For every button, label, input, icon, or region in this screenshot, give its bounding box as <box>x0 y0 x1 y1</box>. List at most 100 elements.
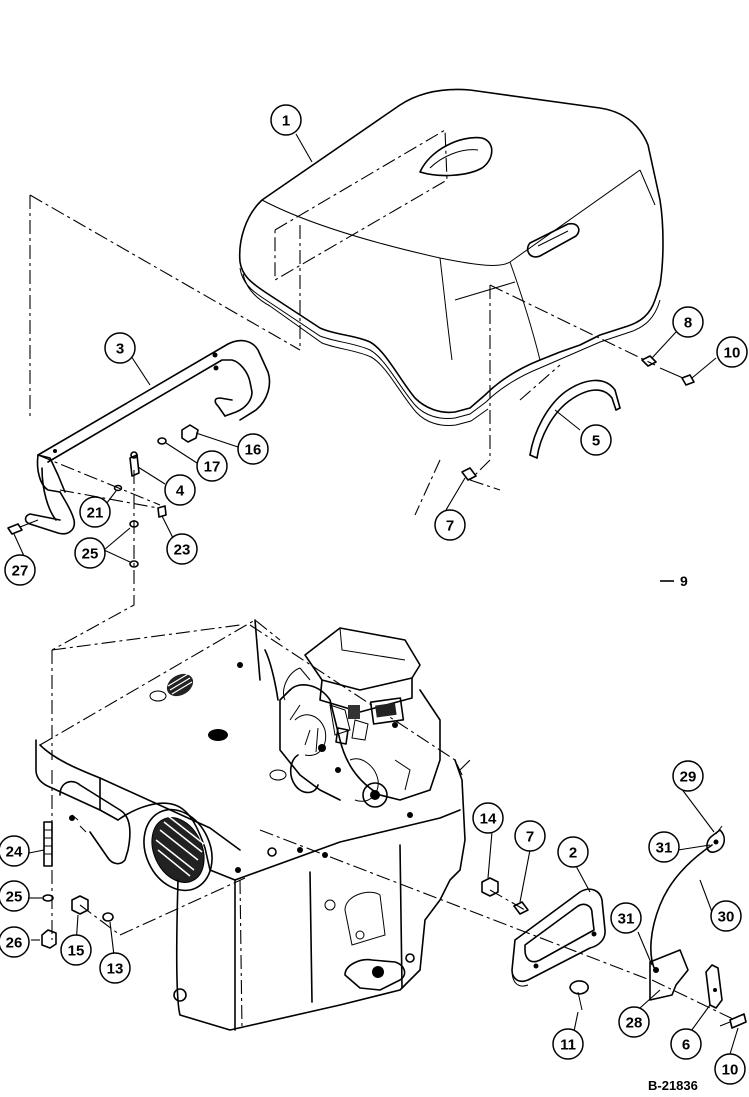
callout-2: 2 <box>557 836 589 868</box>
callout-circle <box>4 554 36 586</box>
leader-lines <box>13 133 739 1055</box>
callout-29: 29 <box>672 760 704 792</box>
callout-number: 23 <box>174 542 191 559</box>
assembly-lines <box>29 129 736 1021</box>
callout-number: 26 <box>6 935 23 952</box>
callout-1: 1 <box>270 104 302 136</box>
callout-number: 8 <box>684 315 692 332</box>
callout-number: 3 <box>116 341 124 358</box>
callout-number: 13 <box>107 961 124 978</box>
callout-number: 24 <box>6 844 23 861</box>
callout-number: 7 <box>526 829 534 846</box>
front-handle <box>511 888 606 987</box>
callout-circle <box>164 474 196 506</box>
callout-number: 25 <box>6 889 23 906</box>
callout-number: 14 <box>480 811 497 828</box>
top-grill <box>166 673 194 697</box>
bracket <box>24 339 271 535</box>
callout-circle <box>648 831 680 863</box>
callout-number: 15 <box>68 943 85 960</box>
callout-circle <box>672 306 704 338</box>
callout-number: 4 <box>176 483 185 500</box>
callout-number: 10 <box>724 345 741 362</box>
callout-17: 17 <box>196 450 228 482</box>
callout-23: 23 <box>166 533 198 565</box>
callout-circle <box>557 836 589 868</box>
callout-number: 31 <box>618 911 635 928</box>
callout-number: 16 <box>245 442 262 459</box>
callout-8: 8 <box>672 306 704 338</box>
callout-15: 15 <box>60 934 92 966</box>
callout-circle <box>0 835 30 867</box>
callout-circle <box>670 1028 702 1060</box>
seal-strip <box>529 379 621 459</box>
figure-id: B-21836 <box>648 1078 698 1093</box>
callout-24: 24 <box>0 835 30 867</box>
callout-number: 1 <box>282 113 290 130</box>
callout-circle <box>196 450 228 482</box>
callout-circle <box>79 496 111 528</box>
callout-circle <box>237 433 269 465</box>
callout-13: 13 <box>99 952 131 984</box>
callout-circle <box>514 820 546 852</box>
callout-circle <box>60 934 92 966</box>
callout-number: 2 <box>569 845 577 862</box>
callout-5: 5 <box>580 424 612 456</box>
fan-grill <box>151 815 205 883</box>
callout-number: 30 <box>718 909 735 926</box>
callout-circle <box>580 424 612 456</box>
callout-number: 17 <box>204 459 221 476</box>
callout-circle <box>166 533 198 565</box>
callout-11: 11 <box>552 1028 584 1060</box>
callout-circle <box>74 537 106 569</box>
side-label: 9 <box>680 573 688 589</box>
callout-number: 11 <box>560 1037 576 1054</box>
callout-circle <box>472 802 504 834</box>
callout-circle <box>716 336 748 368</box>
callout-circle <box>710 900 742 932</box>
callout-number: 31 <box>656 840 673 857</box>
callout-10: 10 <box>714 1053 746 1085</box>
callout-25: 25 <box>0 880 30 912</box>
callout-number: 6 <box>682 1037 690 1054</box>
callout-circle <box>672 760 704 792</box>
callout-number: 21 <box>87 505 104 522</box>
callout-number: 10 <box>722 1062 739 1079</box>
callout-6: 6 <box>670 1028 702 1060</box>
callout-14: 14 <box>472 802 504 834</box>
callout-circle <box>0 926 30 958</box>
callout-4: 4 <box>164 474 196 506</box>
callout-circle <box>99 952 131 984</box>
callout-10: 10 <box>716 336 748 368</box>
callout-circle <box>104 332 136 364</box>
callout-circle <box>434 509 466 541</box>
callout-16: 16 <box>237 433 269 465</box>
callout-27: 27 <box>4 554 36 586</box>
callout-31: 31 <box>610 902 642 934</box>
callout-number: 5 <box>592 433 600 450</box>
mount-plate <box>649 949 723 1009</box>
callout-21: 21 <box>79 496 111 528</box>
callout-circle <box>610 902 642 934</box>
callout-number: 27 <box>12 563 29 580</box>
callout-circle <box>552 1028 584 1060</box>
engine-cover <box>238 88 664 426</box>
callout-circle <box>0 880 30 912</box>
callout-number: 28 <box>626 1015 643 1032</box>
callout-26: 26 <box>0 926 30 958</box>
callout-28: 28 <box>618 1006 650 1038</box>
wire-harness <box>650 825 726 971</box>
callout-7: 7 <box>434 509 466 541</box>
callout-7: 7 <box>514 820 546 852</box>
callout-circle <box>270 104 302 136</box>
callout-number: 7 <box>446 518 454 535</box>
callout-25: 25 <box>74 537 106 569</box>
callout-number: 25 <box>82 546 99 563</box>
callout-31: 31 <box>648 831 680 863</box>
callout-30: 30 <box>710 900 742 932</box>
callout-circle <box>618 1006 650 1038</box>
engine <box>279 627 441 808</box>
